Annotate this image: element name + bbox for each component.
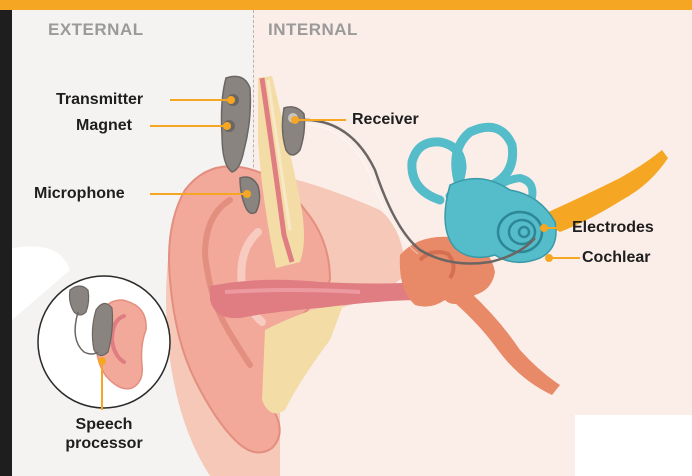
speech-processor-label-line1: Speech — [56, 415, 152, 434]
magnet-label: Magnet — [76, 117, 132, 135]
background-blob — [575, 415, 692, 476]
speech-processor-label-line2: processor — [56, 434, 152, 453]
eustachian-tube — [455, 292, 560, 395]
canal-highlight — [225, 290, 360, 292]
cochlear-label: Cochlear — [582, 249, 650, 267]
speech-processor-label: Speech processor — [56, 415, 152, 453]
electrodes-label: Electrodes — [572, 219, 654, 237]
inset-processor — [92, 303, 112, 355]
receiver-label: Receiver — [352, 111, 419, 129]
transmitter-label: Transmitter — [56, 91, 143, 109]
microphone-label: Microphone — [34, 185, 125, 203]
